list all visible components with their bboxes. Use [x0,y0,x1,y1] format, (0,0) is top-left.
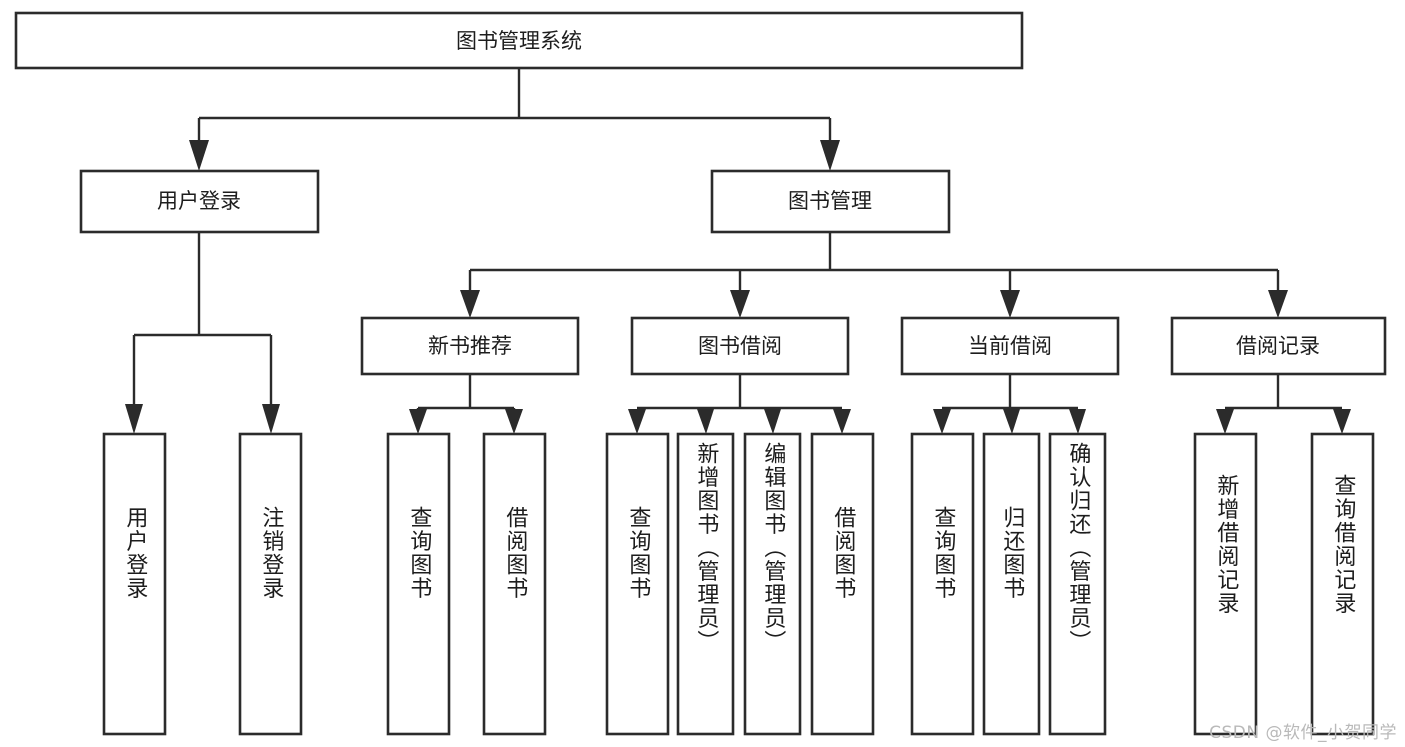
arrow-to-leaf-query-record [1333,409,1351,434]
arrow-to-leaf-user-login [125,404,143,434]
connector-group-book-manage [460,232,1288,318]
arrow-to-leaf-confirm-return [1069,409,1086,434]
arrow-to-leaf-borrow-book-rec [505,409,523,434]
arrow-to-book-borrow [730,290,750,318]
arrow-to-leaf-user-logout [262,404,280,434]
leaf-box-user-login[interactable] [102,432,167,736]
arrow-to-book-manage [820,140,840,171]
arrow-to-leaf-query-book-cur [933,409,951,434]
leaf-box-borrow-book-brw[interactable] [810,432,875,736]
leaf-box-edit-book[interactable] [743,432,802,736]
node-root[interactable]: 图书管理系统 [14,11,1024,70]
arrow-to-leaf-query-book-brw [628,409,646,434]
connector-group-user-login [125,232,280,434]
node-book-borrow-box[interactable] [630,316,850,376]
node-root-label: 图书管理系统 [456,29,582,53]
leaf-box-query-book-rec[interactable] [386,432,451,736]
connector-group-root [189,68,840,171]
arrow-to-new-book-recommend [460,290,480,318]
node-new-book-recommend[interactable]: 新书推荐 [360,316,580,376]
leaf-box-query-book-brw[interactable] [605,432,670,736]
leaf-box-query-book-cur[interactable] [910,432,975,736]
leaf-box-add-book[interactable] [676,432,735,736]
node-root-box[interactable] [14,11,1024,70]
node-new-book-recommend-label: 新书推荐 [428,334,512,358]
arrow-to-borrow-record [1268,290,1288,318]
node-user-login-box[interactable] [79,169,320,234]
watermark-text: CSDN @软件_小贺同学 [1209,723,1397,743]
node-book-manage[interactable]: 图书管理 [710,169,951,234]
node-user-login[interactable]: 用户登录 [79,169,320,234]
leaf-box-query-record[interactable] [1310,432,1375,736]
arrow-to-leaf-add-record [1216,409,1234,434]
leaf-box-user-logout[interactable] [238,432,303,736]
node-book-manage-label: 图书管理 [788,189,872,213]
arrow-to-leaf-edit-book [764,409,781,434]
connector-group-current-borrow [933,374,1086,434]
arrow-to-current-borrow [1000,290,1020,318]
node-borrow-record-label: 借阅记录 [1236,334,1320,358]
node-borrow-record[interactable]: 借阅记录 [1170,316,1387,376]
arrow-to-leaf-borrow-book-brw [833,409,851,434]
leaf-boxes-group [102,432,1375,736]
node-book-borrow-label: 图书借阅 [698,334,782,358]
leaf-box-borrow-book-rec[interactable] [482,432,547,736]
arrow-to-user-login [189,140,209,171]
connector-group-book-borrow [628,374,851,434]
connector-group-borrow-record [1216,374,1351,434]
arrow-to-leaf-query-book-rec [409,409,427,434]
node-current-borrow-box[interactable] [900,316,1120,376]
leaf-box-add-record[interactable] [1193,432,1258,736]
leaf-box-confirm-return[interactable] [1048,432,1107,736]
node-new-book-recommend-box[interactable] [360,316,580,376]
arrow-to-leaf-return-book [1003,409,1020,434]
node-book-manage-box[interactable] [710,169,951,234]
node-current-borrow[interactable]: 当前借阅 [900,316,1120,376]
node-current-borrow-label: 当前借阅 [968,334,1052,358]
node-book-borrow[interactable]: 图书借阅 [630,316,850,376]
connector-group-new-book-recommend [409,374,523,434]
leaf-box-return-book[interactable] [982,432,1041,736]
node-borrow-record-box[interactable] [1170,316,1387,376]
node-user-login-label: 用户登录 [157,189,241,213]
arrow-to-leaf-add-book [697,409,714,434]
